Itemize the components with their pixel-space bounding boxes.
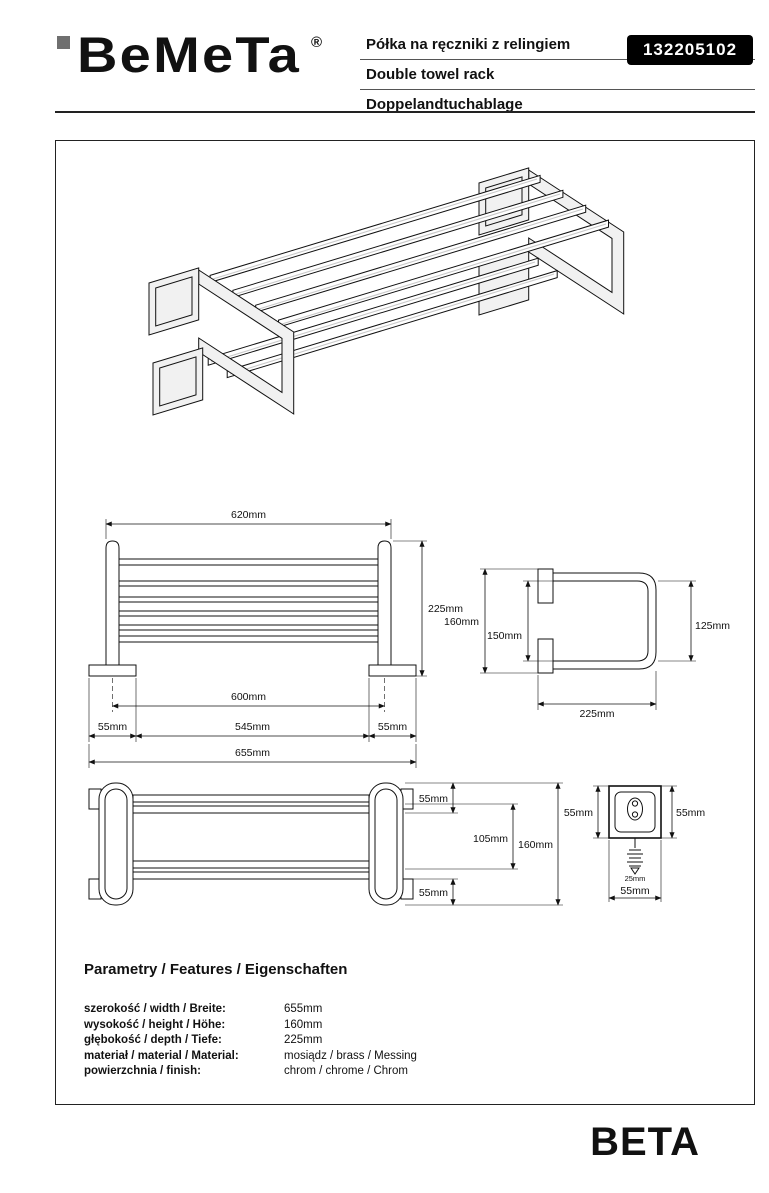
spec-row-finish: powierzchnia / finish: chrom / chrome / … — [84, 1064, 704, 1080]
spec-value: 225mm — [284, 1034, 323, 1047]
dim-label: 225mm — [428, 603, 463, 615]
dim-label: 620mm — [231, 509, 266, 521]
series-name: BETA — [590, 1120, 700, 1164]
dim-label: 160mm — [444, 616, 479, 628]
brand-logo-text: BeMeTa — [77, 27, 302, 83]
product-titles: Półka na ręczniki z relingiem Double tow… — [360, 30, 755, 119]
rail-bar — [118, 624, 379, 631]
wall-plate-right — [368, 664, 417, 677]
technical-drawings: 620mm 225mm 600mm 55mm 545mm 55mm — [88, 167, 730, 906]
spec-value: 160mm — [284, 1018, 323, 1031]
spec-label: materiał / material / Material: — [84, 1049, 239, 1062]
rail-bar — [118, 580, 379, 587]
perspective-drawing — [148, 167, 625, 416]
parameters-heading: Parametry / Features / Eigenschaften — [84, 961, 348, 978]
rail-bar — [118, 610, 379, 617]
dim-label: 55mm — [620, 885, 649, 897]
flange-detail-drawing: 55mm 55mm 25mm 55mm — [564, 785, 705, 902]
dim-label: 545mm — [235, 721, 270, 733]
spec-row-material: materiał / material / Material: mosiądz … — [84, 1049, 704, 1065]
drawing-sheet: 620mm 225mm 600mm 55mm 545mm 55mm — [55, 140, 755, 1105]
side-bracket-right — [368, 782, 404, 906]
dim-label: 225mm — [579, 708, 614, 720]
spec-label: szerokość / width / Breite: — [84, 1003, 226, 1015]
dim-label: 55mm — [378, 721, 407, 733]
spec-row-height: wysokość / height / Höhe: 160mm — [84, 1018, 704, 1034]
spec-value: 655mm — [284, 1003, 323, 1015]
dim-label: 150mm — [487, 630, 522, 642]
spec-label: wysokość / height / Höhe: — [84, 1018, 226, 1031]
top-view-drawing: 620mm 225mm 600mm 55mm 545mm 55mm — [88, 509, 463, 768]
registered-trademark-icon: ® — [311, 34, 323, 51]
spec-row-depth: głębokość / depth / Tiefe: 225mm — [84, 1033, 704, 1049]
dim-label: 55mm — [564, 807, 593, 819]
rail-bar — [132, 871, 370, 880]
spec-row-width: szerokość / width / Breite: 655mm — [84, 1002, 704, 1018]
logo-square-icon — [57, 36, 70, 49]
dim-label: 655mm — [235, 747, 270, 759]
rail-bar — [132, 860, 370, 869]
product-title-pl: Półka na ręczniki z relingiem — [360, 30, 755, 60]
spec-label: powierzchnia / finish: — [84, 1065, 201, 1078]
front-view-drawing: 55mm 105mm 160mm 55mm — [88, 782, 563, 906]
dim-label: 25mm — [625, 874, 646, 883]
wall-plate-left — [88, 664, 137, 677]
wall-flange-bottom — [537, 638, 554, 674]
dim-label: 55mm — [419, 793, 448, 805]
spec-value: mosiądz / brass / Messing — [284, 1049, 417, 1062]
dim-label: 160mm — [518, 839, 553, 851]
product-code-badge: 132205102 — [627, 35, 753, 65]
parameters-section: Parametry / Features / Eigenschaften sze… — [84, 961, 704, 1080]
brand-logo: BeMeTa ® — [57, 30, 322, 80]
product-title-en: Double towel rack — [360, 60, 755, 90]
spec-value: chrom / chrome / Chrom — [284, 1065, 408, 1078]
dim-label: 600mm — [231, 691, 266, 703]
header-divider — [55, 111, 755, 113]
dim-label: 105mm — [473, 833, 508, 845]
rail-bar — [118, 635, 379, 643]
screw-icon — [627, 838, 643, 875]
keyhole-slot — [627, 797, 643, 821]
rail-bar — [132, 805, 370, 814]
side-frame-left — [105, 540, 120, 670]
dim-label: 55mm — [419, 887, 448, 899]
rail-bar — [118, 558, 379, 566]
side-frame-right — [377, 540, 392, 670]
product-title-de: Doppelandtuchablage — [366, 96, 523, 113]
side-view-drawing: 160mm 150mm 125mm 225mm — [444, 568, 730, 720]
side-profile-frame — [552, 572, 657, 670]
rail-bar — [118, 596, 379, 603]
dim-label: 55mm — [98, 721, 127, 733]
side-bracket-left — [98, 782, 134, 906]
spec-label: głębokość / depth / Tiefe: — [84, 1034, 222, 1047]
dim-label: 55mm — [676, 807, 705, 819]
rail-bar — [132, 794, 370, 803]
dim-label: 125mm — [695, 620, 730, 632]
wall-flange-top — [537, 568, 554, 604]
